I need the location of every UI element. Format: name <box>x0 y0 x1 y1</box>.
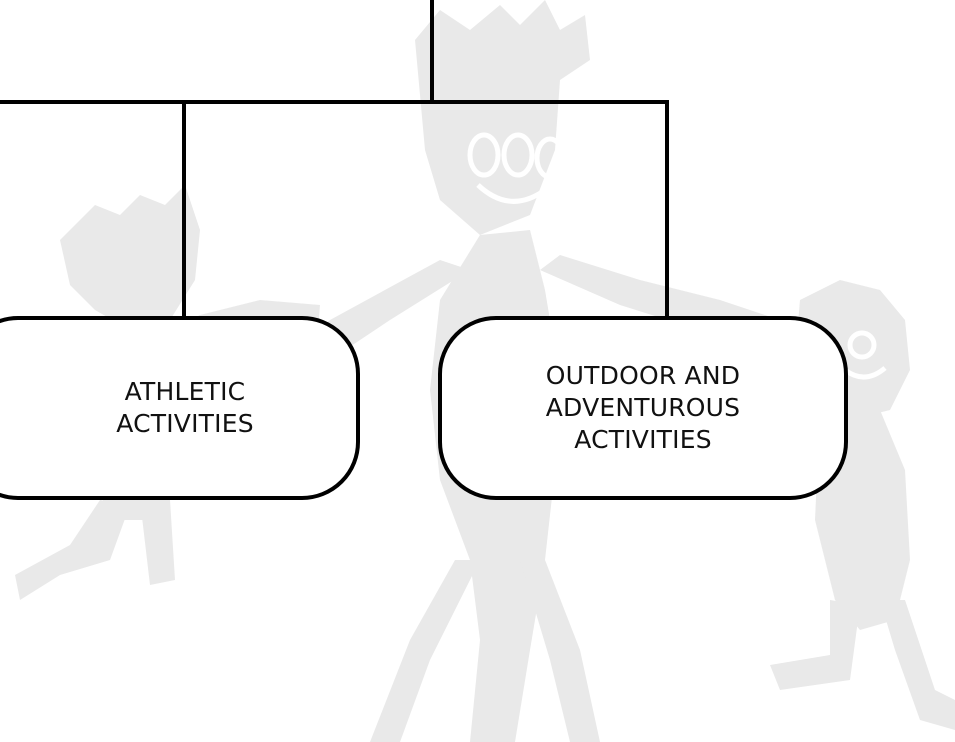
node-athletic-label: ATHLETIC ACTIVITIES <box>116 377 254 438</box>
node-outdoor-adventurous-activities: OUTDOOR AND ADVENTUROUS ACTIVITIES <box>438 316 848 500</box>
node-athletic-activities: ATHLETIC ACTIVITIES <box>0 316 360 500</box>
node-outdoor-label: OUTDOOR AND ADVENTUROUS ACTIVITIES <box>545 361 741 454</box>
